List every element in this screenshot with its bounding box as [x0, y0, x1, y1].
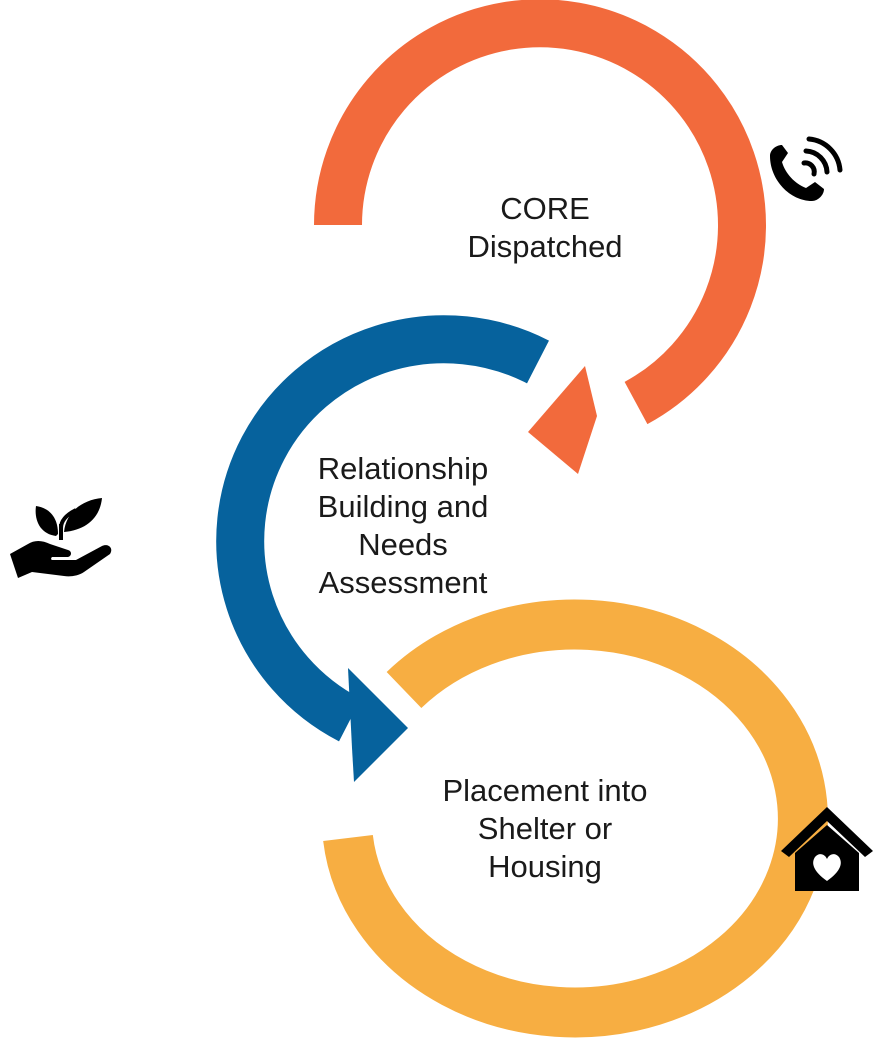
plant-in-hand-icon	[10, 498, 112, 578]
relationship-ring-arrow	[216, 315, 549, 782]
relationship-building-label: Relationship Building and Needs Assessme…	[268, 450, 538, 602]
relationship-ring-arc	[216, 315, 549, 742]
core-label-line-1: CORE	[500, 191, 590, 226]
core-label-line-2: Dispatched	[467, 229, 623, 264]
core-arrowhead	[528, 366, 597, 474]
core-dispatched-label: CORE Dispatched	[430, 190, 660, 266]
placement-ring-arrow	[323, 599, 828, 1038]
placement-label-line-3: Housing	[488, 849, 602, 884]
core-ring-arrow	[314, 0, 766, 474]
relationship-label-line-3: Needs	[358, 527, 448, 562]
relationship-arrowhead	[348, 668, 408, 782]
placement-label-line-2: Shelter or	[477, 811, 613, 846]
placement-label-line-1: Placement into	[442, 773, 648, 808]
house-heart-icon	[781, 807, 873, 891]
core-ring-arc	[314, 0, 766, 425]
relationship-label-line-1: Relationship	[317, 451, 489, 486]
placement-ring-arc	[323, 599, 828, 1038]
relationship-label-line-2: Building and	[317, 489, 489, 524]
placement-label: Placement into Shelter or Housing	[400, 772, 690, 886]
relationship-label-line-4: Assessment	[318, 565, 488, 600]
phone-ringing-icon	[770, 136, 843, 201]
